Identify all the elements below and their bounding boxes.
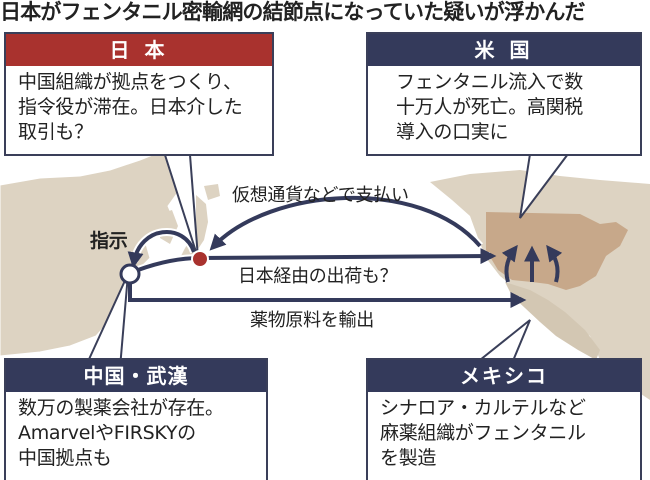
japan-line-1: 中国組織が拠点をつくり、 (18, 71, 242, 93)
japan-line-2: 指令役が滞在。日本介した (18, 96, 243, 118)
headline: 日本がフェンタニル密輸網の結節点になっていた疑いが浮かんだ (0, 0, 586, 24)
usa-box: 米 国 フェンタニル流入で数 十万人が死亡。高関税 導入の口実に (366, 32, 642, 156)
mexico-land (505, 282, 600, 360)
mexico-pointer (469, 319, 531, 369)
usa-box-title: 米 国 (368, 34, 640, 66)
command-arrow (127, 229, 196, 269)
export-arrow (128, 282, 527, 308)
japan-node (191, 250, 209, 268)
china-line-1: 数万の製薬会社が存在。 (18, 397, 224, 419)
shipment-label: 日本経由の出荷も？ (238, 266, 398, 287)
mexico-line-2: 麻薬組織がフェンタニル (380, 422, 586, 444)
japan-box-text: 中国組織が拠点をつくり、 指令役が滞在。日本介した 取引も？ (6, 66, 272, 145)
mexico-box: メキシコ シナロア・カルテルなど 麻薬組織がフェンタニル を製造 (366, 358, 642, 480)
hokkaido-land (204, 184, 220, 200)
china-line-3: 中国拠点も (18, 447, 112, 469)
japan-line-3: 取引も？ (18, 121, 93, 143)
china-box-text: 数万の製薬会社が存在。 AmarvelやFIRSKYの 中国拠点も (6, 392, 266, 471)
command-label: 指示 (90, 230, 128, 252)
usa-box-text: フェンタニル流入で数 十万人が死亡。高関税 導入の口実に (368, 66, 640, 145)
mexico-line-3: を製造 (380, 447, 437, 469)
china-box-title: 中国・武漢 (6, 360, 266, 392)
usa-line-3: 導入の口実に (396, 121, 509, 143)
usa-line-2: 十万人が死亡。高関税 (396, 96, 584, 118)
china-line-2: AmarvelやFIRSKYの (18, 422, 196, 444)
china-box: 中国・武漢 数万の製薬会社が存在。 AmarvelやFIRSKYの 中国拠点も (4, 358, 268, 480)
japan-box-title: 日 本 (6, 34, 272, 66)
usa-line-1: フェンタニル流入で数 (396, 71, 584, 93)
japan-box: 日 本 中国組織が拠点をつくり、 指令役が滞在。日本介した 取引も？ (4, 32, 274, 156)
payment-arrow (209, 196, 482, 251)
japan-land (178, 195, 208, 262)
china-node (119, 263, 141, 285)
usa-pointer (519, 153, 569, 219)
mexico-line-1: シナロア・カルテルなど (380, 397, 586, 419)
inflow-arrows (501, 244, 563, 283)
export-label: 薬物原料を輸出 (250, 310, 374, 331)
mexico-box-text: シナロア・カルテルなど 麻薬組織がフェンタニル を製造 (368, 392, 640, 471)
payment-label: 仮想通貨などで支払い (232, 185, 409, 206)
mexico-box-title: メキシコ (368, 360, 640, 392)
